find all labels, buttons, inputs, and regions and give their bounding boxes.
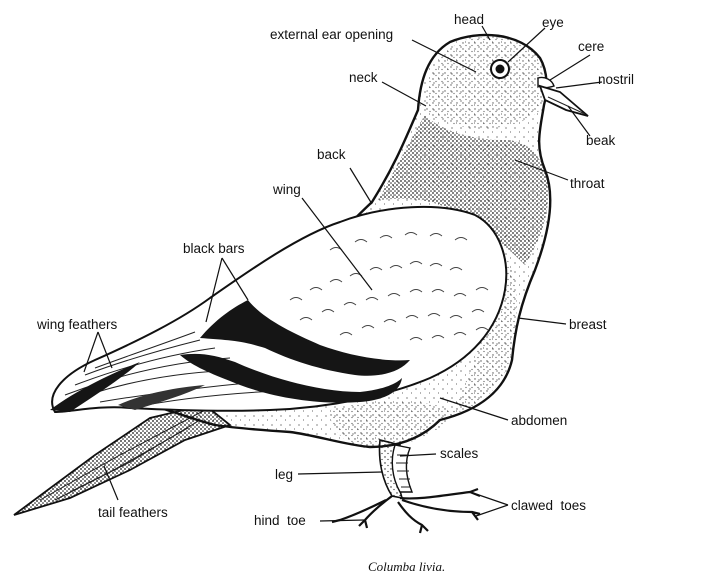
leader-nostril (555, 81, 603, 89)
label-external-ear-opening: external ear opening (270, 27, 393, 42)
label-wing: wing (272, 182, 301, 197)
label-clawed-toes: clawed toes (511, 498, 586, 513)
leader-lines (83, 25, 603, 522)
beak-shape (538, 84, 589, 117)
leader-external-ear-opening (411, 39, 477, 73)
leader-abdomen (439, 397, 509, 421)
abdomen-shading (330, 400, 455, 449)
label-eye: eye (542, 15, 564, 30)
leader-tail-feathers (103, 465, 119, 501)
leader-throat (514, 159, 569, 181)
label-head: head (454, 12, 484, 27)
leader-breast (517, 317, 567, 325)
eye-pupil (495, 64, 505, 74)
black-bar-1 (200, 300, 410, 376)
leader-black-bars-a (205, 257, 223, 323)
leader-cere (549, 54, 591, 81)
leader-neck (381, 81, 427, 107)
head (490, 59, 589, 117)
neck-shading (378, 115, 549, 265)
label-breast: breast (569, 317, 607, 332)
labels: head eye external ear opening cere nostr… (36, 12, 634, 574)
leader-black-bars-b (221, 257, 249, 301)
label-wing-feathers: wing feathers (36, 317, 118, 332)
label-abdomen: abdomen (511, 413, 567, 428)
leader-back (349, 167, 373, 205)
label-throat: throat (570, 176, 605, 191)
label-leg: leg (275, 467, 293, 482)
leader-wing-feathers-b (97, 331, 113, 369)
leader-eye (507, 27, 546, 63)
tail (13, 404, 232, 516)
leader-wing-feathers-a (83, 331, 99, 373)
label-cere: cere (578, 39, 604, 54)
pigeon-illustration (13, 33, 589, 534)
label-neck: neck (349, 70, 378, 85)
head-shading (425, 36, 544, 129)
label-black-bars: black bars (183, 241, 245, 256)
leader-head (481, 25, 491, 41)
label-hind-toe: hind toe (254, 513, 306, 528)
label-beak: beak (586, 133, 616, 148)
label-nostril: nostril (598, 72, 634, 87)
leader-beak (567, 105, 591, 137)
black-bar-2 (180, 353, 402, 403)
label-scales: scales (440, 446, 479, 461)
leader-clawed-toes-b (475, 504, 509, 517)
label-back: back (317, 147, 346, 162)
leader-scales (399, 453, 437, 457)
legs (331, 438, 481, 534)
leader-leg (297, 471, 383, 475)
caption: Columba livia. (368, 559, 445, 574)
label-tail-feathers: tail feathers (98, 505, 168, 520)
leader-clawed-toes-a (475, 493, 509, 506)
leader-wing (301, 197, 373, 291)
leader-hind-toe (319, 519, 365, 522)
